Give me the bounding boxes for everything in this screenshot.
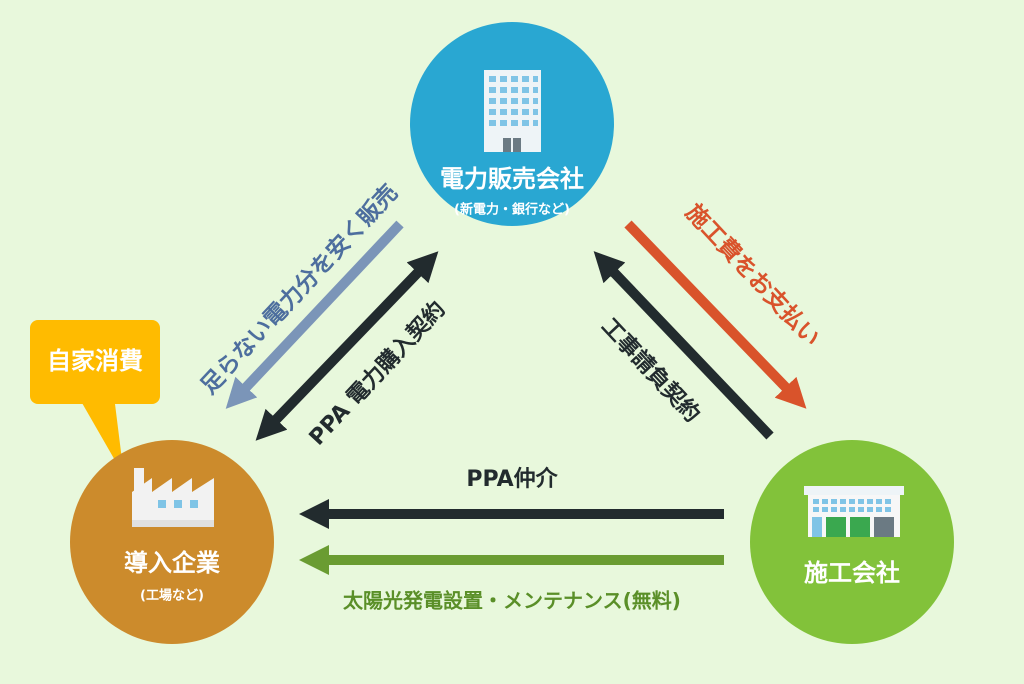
node-installer: 施工会社	[750, 440, 954, 644]
factory-icon	[132, 468, 214, 527]
client-subtitle: (工場など)	[140, 588, 204, 604]
label-ppa-mediation: PPA仲介	[466, 466, 558, 492]
callout-bubble: 自家消費	[30, 320, 160, 476]
power-company-subtitle: (新電力・銀行など)	[454, 202, 570, 218]
node-power-company: 電力販売会社 (新電力・銀行など)	[410, 22, 614, 226]
arrow-construction-fee	[624, 220, 807, 409]
label-installation: 太陽光発電設置・メンテナンス(無料)	[343, 589, 681, 613]
installer-title: 施工会社	[804, 559, 900, 587]
shop-building-icon	[804, 486, 904, 537]
arrow-ppa-purchase	[255, 251, 439, 441]
callout-label: 自家消費	[47, 347, 143, 375]
node-client: 導入企業 (工場など)	[70, 440, 274, 644]
label-construction-fee: 施工費をお支払い	[680, 199, 825, 352]
label-construction-contract: 工事請負契約	[596, 313, 705, 427]
client-title: 導入企業	[124, 549, 220, 577]
power-company-title: 電力販売会社	[440, 165, 584, 193]
office-building-icon	[484, 70, 541, 152]
arrow-construction-contract	[593, 251, 774, 440]
